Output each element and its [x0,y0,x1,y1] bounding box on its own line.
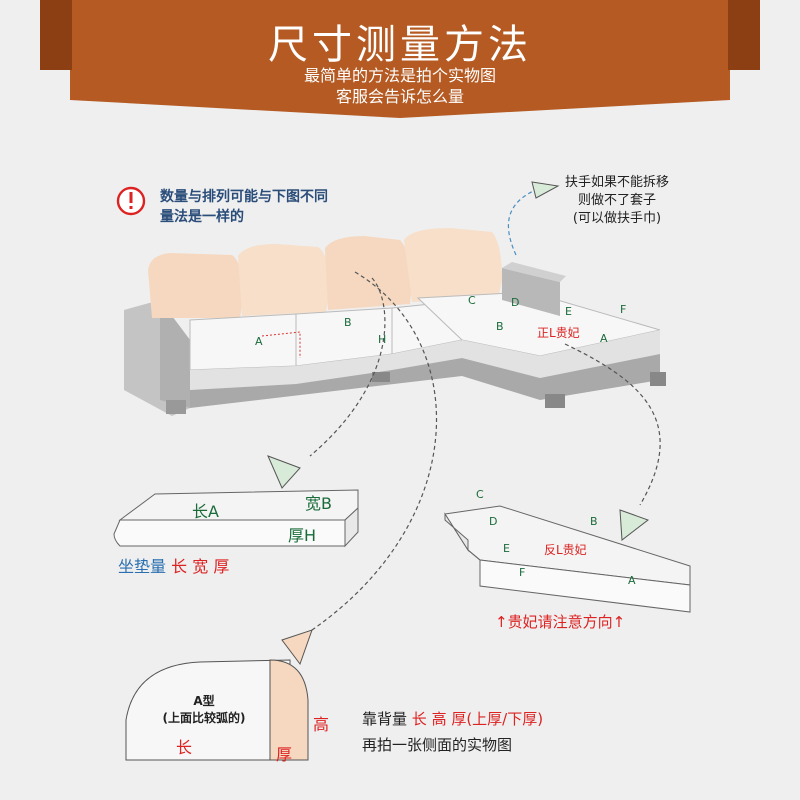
backrest-thickness-label: 厚 [276,745,293,764]
cushion-caption-width: 宽 [192,557,209,576]
page-title: 尺寸测量方法 [268,22,532,68]
cushion-caption-thickness: 厚 [213,557,230,576]
dashed-arrows [309,271,661,631]
backrest-length-label: 长 [176,738,193,757]
armrest-arrow-line [507,187,541,256]
sofa-label-chaise: 正L贵妃 [537,326,580,340]
sofa-label-a2: A [600,332,608,345]
backrest-type-line-1: A型 [193,694,215,708]
chaise-label-a: A [628,574,636,587]
backrest-caption-dimensions: 长 高 厚(上厚/下厚) [411,710,544,728]
cushion-caption-length: 长 [171,557,188,576]
sofa-label-h: H [378,333,387,346]
warning-line-2: 量法是一样的 [160,209,244,225]
warning-line-1: 数量与排列可能与下图不同 [160,189,328,205]
armrest-note-line-3: (可以做扶手巾) [572,211,662,226]
backrest-caption-line-2: 再拍一张侧面的实物图 [362,736,513,754]
sofa-label-b: B [344,316,352,329]
sofa-label-c: C [468,294,476,307]
banner-subtitle-1: 最简单的方法是拍个实物图 [303,66,496,85]
header-banner: 尺寸测量方法 最简单的方法是拍个实物图 客服会告诉怎么量 [0,0,800,120]
sofa-label-d: D [511,296,520,309]
cushion-thickness-label: 厚H [288,526,317,545]
chaise-piece-name: 反L贵妃 [544,543,587,557]
sofa-label-e: E [565,305,572,318]
armrest-note-line-2: 则做不了套子 [578,193,657,208]
chaise-label-d: D [489,515,498,528]
sofa-label-f: F [620,303,627,316]
chaise-label-f: F [519,566,526,579]
chaise-label-b: B [590,515,598,528]
arrowhead-cushion [267,455,301,489]
banner-subtitle-2: 客服会告诉怎么量 [335,87,464,106]
chaise-label-e: E [503,542,510,555]
backrest-caption: 靠背量 长 高 厚(上厚/下厚) [362,708,543,729]
chaise-piece-block [444,505,691,613]
sofa-label-a: A [255,335,263,348]
warning-note: 数量与排列可能与下图不同 量法是一样的 [160,187,328,227]
armrest-note: 扶手如果不能拆移 则做不了套子 (可以做扶手巾) [565,174,669,228]
backrest-height-label: 高 [313,715,330,734]
seat-cushion-block [113,489,359,548]
cushion-caption: 坐垫量 长 宽 厚 [118,553,229,577]
backrest-caption-prefix: 靠背量 [362,710,408,728]
sofa-label-b2: B [496,320,504,333]
arrowhead-chaise [619,509,650,541]
arrowhead-backrest [281,629,313,666]
sofa [124,228,666,416]
chaise-label-c: C [476,488,484,501]
cushion-width-label: 宽B [305,494,332,513]
armrest-arrowhead [531,181,560,199]
armrest-note-line-1: 扶手如果不能拆移 [565,175,670,190]
cushion-length-label: 长A [192,502,219,521]
banner-shape [40,0,760,118]
backrest-type: A型 (上面比较弧的) [140,693,268,727]
backrest-type-line-2: (上面比较弧的) [162,711,246,725]
backrest-block [125,659,309,761]
exclamation-icon [116,186,146,216]
cushion-caption-prefix: 坐垫量 [118,557,167,576]
chaise-direction-caption: ↑贵妃请注意方向↑ [495,613,626,631]
